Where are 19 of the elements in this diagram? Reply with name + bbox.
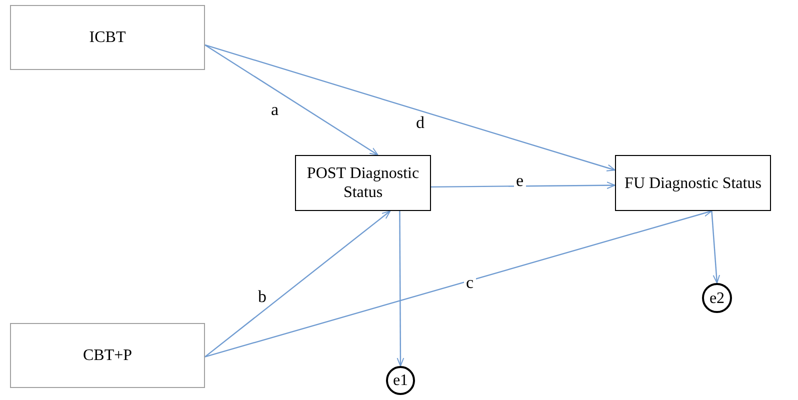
variable-box [615,155,771,211]
node-label: e2 [709,288,725,308]
node-label: e1 [392,371,408,390]
arrow [204,210,712,358]
node-label: ICBT [89,28,126,47]
error-circle [386,366,415,395]
variable-box [10,5,205,70]
variable-box [10,323,205,388]
node-label: POST Diagnostic Status [306,164,420,202]
error-circle [702,283,732,313]
arrow [204,44,378,156]
arrow [204,210,391,358]
variable-box [295,155,431,211]
arrow [431,182,616,189]
node-label: FU Diagnostic Status [624,174,762,192]
node-label: CBT+P [82,346,132,365]
arrow [396,211,404,366]
arrow [711,210,720,284]
arrow [204,44,616,172]
